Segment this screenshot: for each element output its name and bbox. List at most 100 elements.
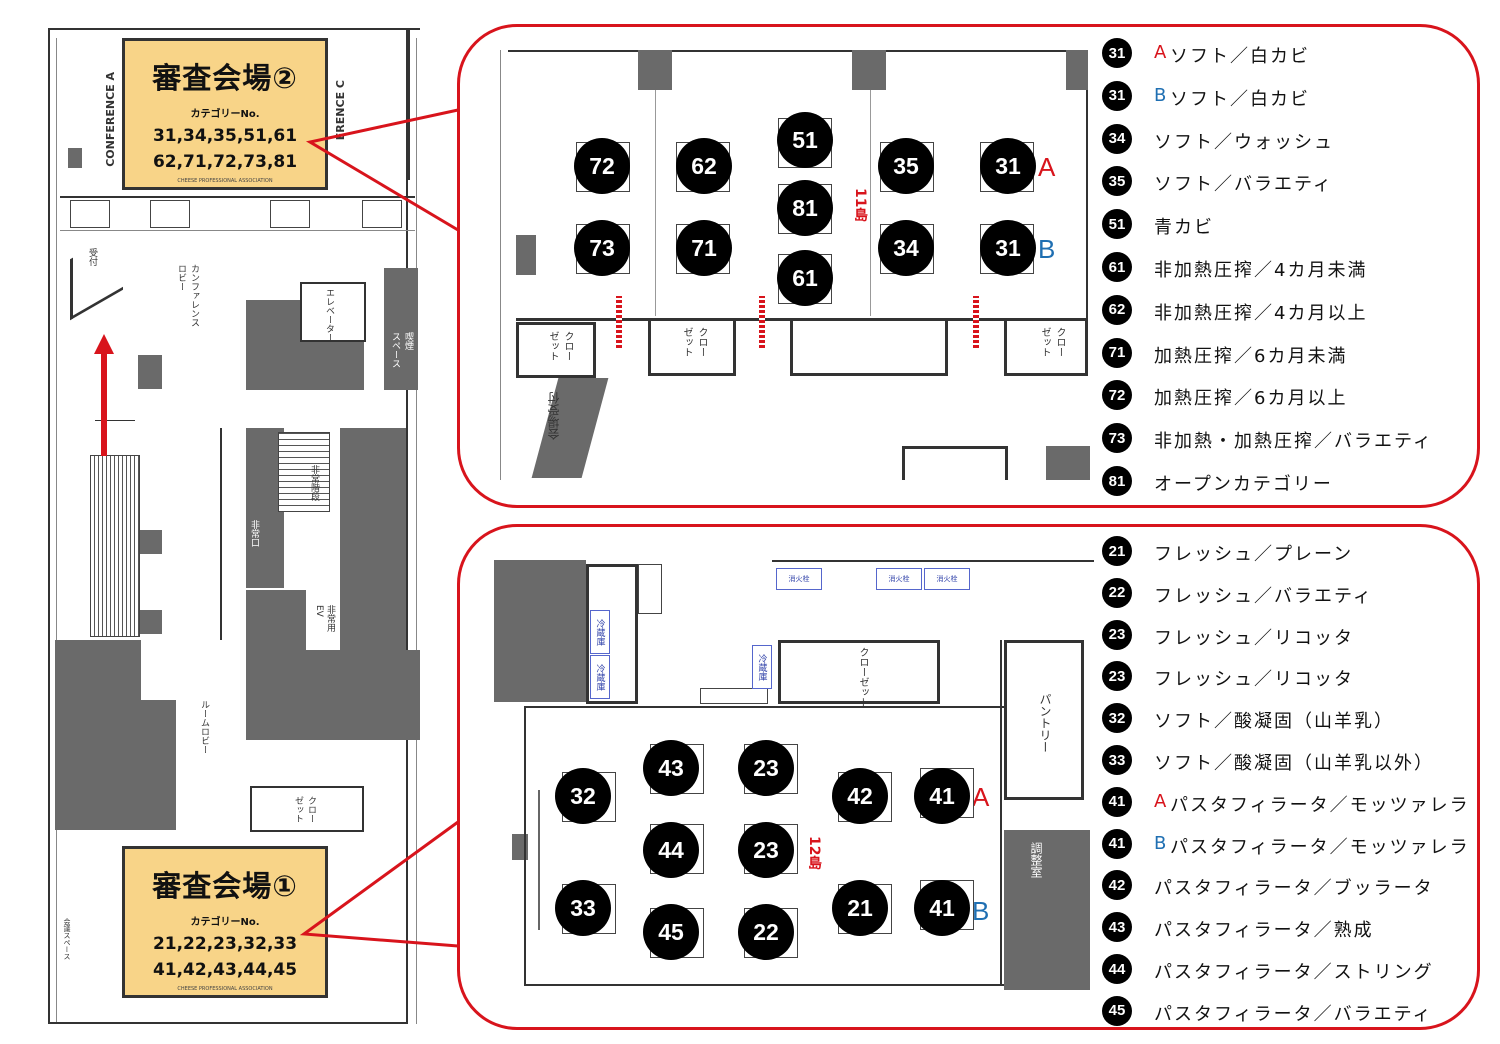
legend-text: パスタフィラータ／ブッラータ	[1154, 878, 1434, 900]
closet-label: クロー ゼット	[681, 327, 707, 357]
legend-text: フレッシュ／バラエティ	[1154, 585, 1373, 607]
hall-wall	[508, 50, 1088, 52]
closet-block	[790, 318, 948, 376]
closet-label: クロー ゼット	[1039, 327, 1065, 357]
table-badge: 23	[738, 740, 794, 796]
emergency-stairs-label: 非常階段	[309, 465, 319, 501]
table-badge: 44	[643, 822, 699, 878]
elevator-box	[300, 282, 366, 342]
stairs	[278, 432, 330, 512]
wall-block	[300, 650, 420, 740]
bottom-structure	[902, 446, 1008, 480]
closet-room: クローゼット	[778, 640, 940, 707]
venue2-title: 審査会場②	[152, 61, 298, 95]
venue1-title: 審査会場①	[152, 869, 298, 903]
lower-callout-pointer	[299, 820, 459, 948]
letter-a: A	[972, 782, 990, 812]
direction-arrow	[101, 352, 107, 456]
fridge: 冷蔵庫	[752, 645, 772, 689]
legend-text: パスタフィラータ／バラエティ	[1154, 1003, 1433, 1025]
legend-text: 加熱圧搾／6カ月未満	[1154, 345, 1348, 367]
legend-badge: 23	[1102, 619, 1132, 650]
legend-badge: 51	[1102, 209, 1132, 240]
counter	[700, 688, 768, 704]
table-badge: 33	[555, 880, 611, 936]
legend-badge: 33	[1102, 745, 1132, 775]
legend-text: 非加熱圧搾／4カ月以上	[1154, 302, 1368, 324]
pillar	[852, 50, 886, 90]
fridge: 冷蔵庫	[590, 655, 610, 699]
partition-line	[60, 230, 415, 231]
legend-badge: 22	[1102, 577, 1132, 608]
table-badge: 32	[555, 768, 611, 824]
legend-text: ソフト／白カビ	[1170, 46, 1310, 67]
legend-text: 非加熱圧搾／4カ月未満	[1154, 260, 1368, 281]
legend-badge: 32	[1102, 703, 1132, 734]
table-badge: 41	[914, 768, 970, 824]
legend-badge: 21	[1102, 536, 1132, 566]
conference-lobby-label: カンファレンス ロビー	[176, 264, 199, 327]
letter-b: B	[972, 896, 990, 926]
legend-row: 22 フレッシュ／バラエティ	[1102, 577, 1492, 612]
venue2-category-label: カテゴリーNo.	[190, 109, 260, 120]
island-label: 11島	[852, 188, 868, 222]
hall-wall	[524, 984, 1004, 986]
wall-block	[138, 610, 162, 634]
wall-block	[120, 700, 176, 830]
legend-badge: 81	[1102, 466, 1132, 496]
table-badge: 22	[738, 904, 794, 960]
legend-prefix: B	[1154, 84, 1169, 106]
legend-badge: 34	[1102, 123, 1132, 154]
legend-badge: 72	[1102, 380, 1132, 411]
wall-block	[246, 590, 306, 740]
legend-row: 23 フレッシュ／リコッタ	[1102, 661, 1492, 695]
legend-badge: 45	[1102, 995, 1132, 1026]
legend-text: パスタフィラータ／モッツァレラ	[1170, 794, 1470, 816]
door-group	[362, 200, 402, 228]
legend-badge: 31	[1102, 80, 1132, 111]
table-badge: 73	[574, 220, 630, 276]
table-badge: 31	[980, 220, 1036, 276]
legend-text: パスタフィラータ／熟成	[1154, 920, 1374, 942]
legend-text: ソフト／ウォッシュ	[1154, 131, 1334, 153]
pantry-room: パントリー	[1004, 640, 1084, 800]
venue2-sign: 審査会場② カテゴリーNo. 31,34,35,51,61 62,71,72,7…	[122, 38, 328, 190]
wall-block	[1004, 830, 1090, 990]
arrow-head	[94, 334, 114, 354]
legend-text: ソフト／白カビ	[1170, 88, 1310, 110]
table-badge: 45	[643, 904, 699, 960]
legend-prefix: B	[1154, 832, 1169, 854]
legend-badge: 23	[1102, 661, 1132, 692]
hall-wall	[1086, 50, 1088, 370]
door-arrow	[973, 296, 979, 348]
partition-line	[220, 428, 222, 640]
legend-row: 62 非加熱圧搾／4カ月以上	[1102, 294, 1492, 329]
legend-text: 加熱圧搾／6カ月以上	[1154, 388, 1348, 410]
closet-box	[250, 786, 364, 832]
legend-badge: 44	[1102, 954, 1132, 984]
table-badge: 71	[676, 220, 732, 276]
smoking-space-label: 喫煙 スペース	[390, 332, 413, 368]
reception-label: 受付	[87, 248, 97, 266]
table-badge: 43	[643, 740, 699, 796]
legend-badge: 62	[1102, 294, 1132, 325]
lounge-space-label: 会議スペース	[63, 918, 71, 960]
venue1-numbers-line1: 21,22,23,32,33	[152, 934, 298, 954]
legend-row: 45 パスタフィラータ／バラエティ	[1102, 995, 1492, 1030]
legend-text: フレッシュ／リコッタ	[1154, 669, 1354, 691]
reception-label: 会場受付	[547, 392, 561, 440]
wall-block	[246, 428, 284, 588]
legend-text: パスタフィラータ／モッツァレラ	[1170, 836, 1470, 858]
legend-badge: 31	[1102, 38, 1132, 68]
legend-badge: 42	[1102, 870, 1132, 901]
table-badge: 42	[832, 768, 888, 824]
venue2-association: CHEESE PROFESSIONAL ASSOCIATION	[177, 178, 273, 184]
hall-divider	[655, 88, 656, 316]
wall-block	[68, 148, 82, 168]
